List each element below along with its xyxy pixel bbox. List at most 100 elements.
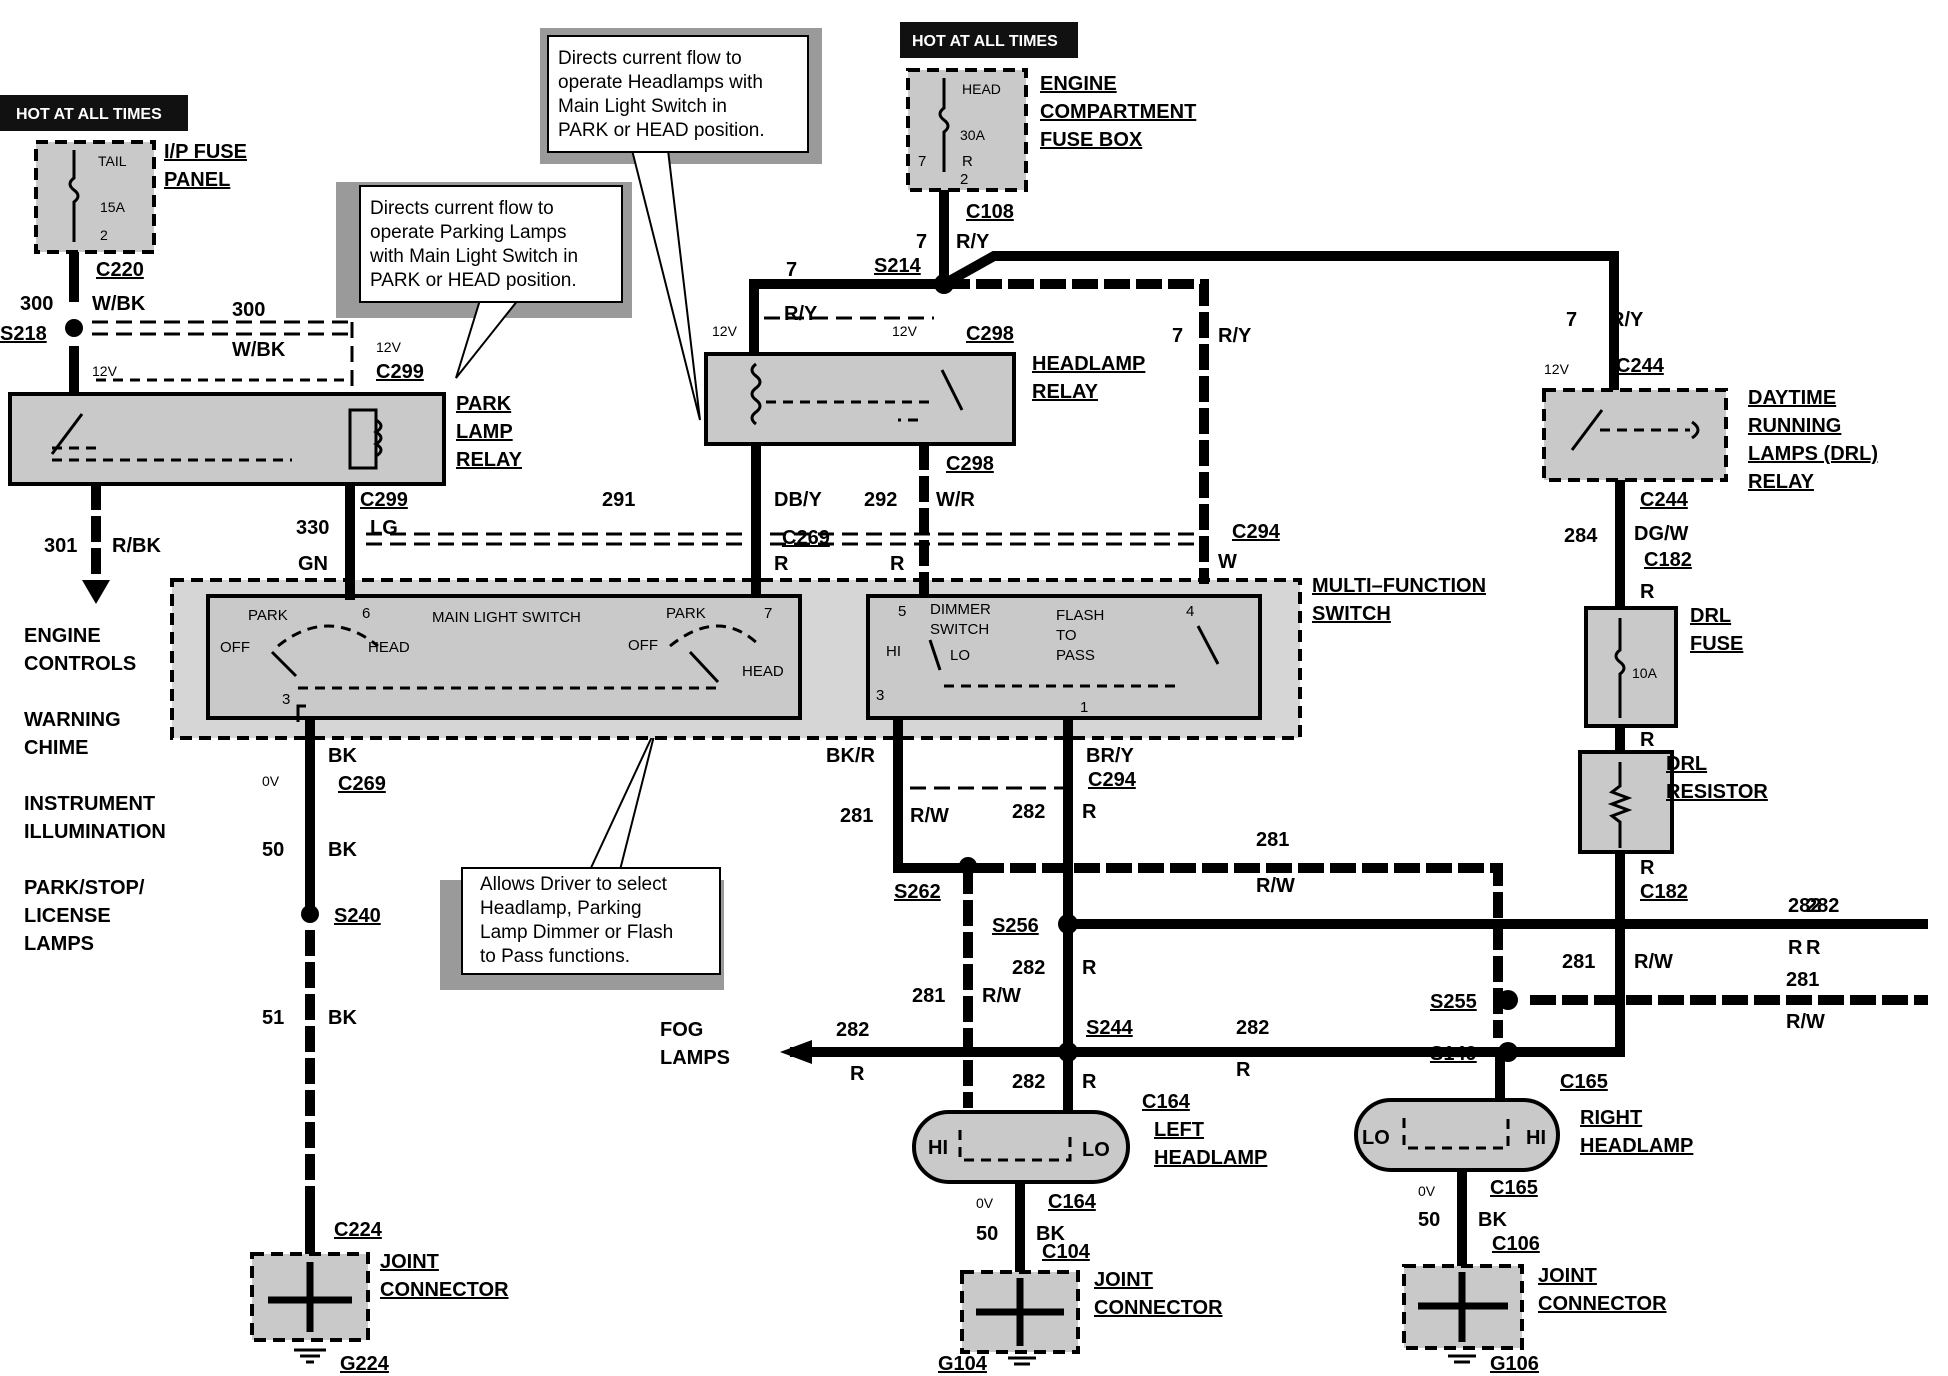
- svg-text:HOT AT ALL TIMES: HOT AT ALL TIMES: [912, 33, 1058, 50]
- svg-text:PASS: PASS: [1056, 647, 1095, 664]
- svg-text:Main Light Switch in: Main Light Switch in: [558, 96, 727, 117]
- svg-text:PARK: PARK: [456, 393, 512, 415]
- svg-text:G224: G224: [340, 1353, 390, 1375]
- note-driver-select: Allows Driver to select Headlamp, Parkin…: [440, 727, 724, 990]
- svg-text:S149: S149: [1430, 1043, 1477, 1065]
- svg-text:DB/Y: DB/Y: [774, 489, 822, 511]
- right-headlamp: LO HI RIGHT HEADLAMP: [1354, 1098, 1693, 1172]
- svg-text:C224: C224: [334, 1219, 383, 1241]
- svg-text:TO: TO: [1056, 627, 1077, 644]
- svg-text:S255: S255: [1430, 991, 1477, 1013]
- svg-text:Lamp Dimmer or Flash: Lamp Dimmer or Flash: [480, 922, 673, 943]
- svg-text:R: R: [1082, 801, 1097, 823]
- svg-text:S214: S214: [874, 255, 922, 277]
- svg-text:12V: 12V: [376, 339, 402, 355]
- svg-text:R: R: [774, 553, 789, 575]
- svg-text:C299: C299: [360, 489, 408, 511]
- svg-text:DRL: DRL: [1666, 753, 1707, 775]
- svg-text:C182: C182: [1640, 881, 1688, 903]
- svg-text:JOINT: JOINT: [1094, 1269, 1153, 1291]
- svg-text:30A: 30A: [960, 127, 986, 143]
- svg-text:CHIME: CHIME: [24, 737, 88, 759]
- hot-label-right: HOT AT ALL TIMES: [900, 22, 1078, 58]
- svg-text:R: R: [1788, 937, 1803, 959]
- svg-text:R: R: [1082, 1071, 1097, 1093]
- svg-text:R/W: R/W: [1256, 875, 1295, 897]
- svg-text:R/W: R/W: [1786, 1011, 1825, 1033]
- svg-text:HEAD: HEAD: [962, 81, 1001, 97]
- svg-text:FUSE: FUSE: [1690, 633, 1743, 655]
- svg-text:RELAY: RELAY: [1032, 381, 1099, 403]
- svg-text:RELAY: RELAY: [456, 449, 523, 471]
- svg-text:HEADLAMP: HEADLAMP: [1580, 1135, 1693, 1157]
- svg-text:W: W: [1218, 551, 1237, 573]
- svg-text:2: 2: [100, 227, 108, 243]
- svg-text:S244: S244: [1086, 1017, 1134, 1039]
- svg-text:LO: LO: [950, 647, 970, 664]
- svg-text:0V: 0V: [262, 773, 280, 789]
- park-lamp-relay: PARK LAMP RELAY: [8, 392, 523, 486]
- svg-text:LO: LO: [1082, 1139, 1110, 1161]
- svg-text:51: 51: [262, 1007, 284, 1029]
- svg-text:C299: C299: [376, 361, 424, 383]
- svg-text:281: 281: [912, 985, 945, 1007]
- svg-text:BK: BK: [1478, 1209, 1507, 1231]
- svg-text:LG: LG: [370, 517, 398, 539]
- svg-text:W/BK: W/BK: [232, 339, 286, 361]
- svg-text:C244: C244: [1616, 355, 1665, 377]
- joint-connector-3: C106 JOINT CONNECTOR G106: [1402, 1233, 1667, 1375]
- svg-text:C164: C164: [1048, 1191, 1097, 1213]
- svg-text:OFF: OFF: [628, 637, 658, 654]
- svg-text:7: 7: [786, 259, 797, 281]
- svg-text:S256: S256: [992, 915, 1039, 937]
- svg-text:PARK or HEAD position.: PARK or HEAD position.: [558, 120, 765, 141]
- svg-text:CONNECTOR: CONNECTOR: [1094, 1297, 1223, 1319]
- svg-text:BK: BK: [328, 1007, 357, 1029]
- svg-text:HOT AT ALL TIMES: HOT AT ALL TIMES: [16, 106, 162, 123]
- svg-text:R/Y: R/Y: [1610, 309, 1644, 331]
- svg-text:WARNING: WARNING: [24, 709, 121, 731]
- svg-text:R: R: [1806, 937, 1821, 959]
- svg-text:G106: G106: [1490, 1353, 1539, 1375]
- svg-text:ENGINE: ENGINE: [1040, 73, 1117, 95]
- svg-text:292: 292: [864, 489, 897, 511]
- svg-text:ENGINE: ENGINE: [24, 625, 101, 647]
- svg-text:RUNNING: RUNNING: [1748, 415, 1841, 437]
- svg-text:GN: GN: [298, 553, 328, 575]
- svg-text:TAIL: TAIL: [98, 153, 127, 169]
- svg-text:LAMPS: LAMPS: [660, 1047, 730, 1069]
- svg-text:282: 282: [1012, 801, 1045, 823]
- drl-resistor: DRL RESISTOR: [1578, 750, 1768, 854]
- svg-text:S218: S218: [0, 323, 47, 345]
- splices: [65, 274, 1518, 1062]
- svg-text:50: 50: [262, 839, 284, 861]
- svg-text:282: 282: [1806, 895, 1839, 917]
- svg-text:INSTRUMENT: INSTRUMENT: [24, 793, 155, 815]
- svg-text:LO: LO: [1362, 1127, 1390, 1149]
- svg-text:282: 282: [1012, 1071, 1045, 1093]
- svg-text:HEADLAMP: HEADLAMP: [1032, 353, 1145, 375]
- svg-text:BK: BK: [328, 745, 357, 767]
- ip-fuse-panel: TAIL 15A 2 I/P FUSE PANEL: [34, 140, 247, 254]
- svg-text:301: 301: [44, 535, 77, 557]
- note-headlamp-current: Directs current flow to operate Headlamp…: [540, 28, 822, 421]
- svg-text:R: R: [1640, 857, 1655, 879]
- svg-text:MULTI–FUNCTION: MULTI–FUNCTION: [1312, 575, 1486, 597]
- svg-text:Directs current flow to: Directs current flow to: [370, 198, 554, 219]
- joint-connector-2: C104 JOINT CONNECTOR G104: [938, 1241, 1223, 1375]
- svg-text:FOG: FOG: [660, 1019, 703, 1041]
- svg-text:PARK: PARK: [248, 607, 288, 624]
- svg-text:DG/W: DG/W: [1634, 523, 1689, 545]
- svg-text:FLASH: FLASH: [1056, 607, 1104, 624]
- svg-text:R: R: [962, 153, 973, 170]
- svg-text:12V: 12V: [892, 323, 918, 339]
- svg-text:15A: 15A: [100, 199, 126, 215]
- svg-text:7: 7: [918, 153, 926, 170]
- left-destination-list: ENGINE CONTROLS WARNING CHIME INSTRUMENT…: [24, 625, 166, 955]
- svg-text:7: 7: [764, 605, 772, 622]
- svg-text:C269: C269: [782, 527, 830, 549]
- svg-text:281: 281: [1786, 969, 1819, 991]
- svg-text:C294: C294: [1232, 521, 1281, 543]
- svg-text:R: R: [1082, 957, 1097, 979]
